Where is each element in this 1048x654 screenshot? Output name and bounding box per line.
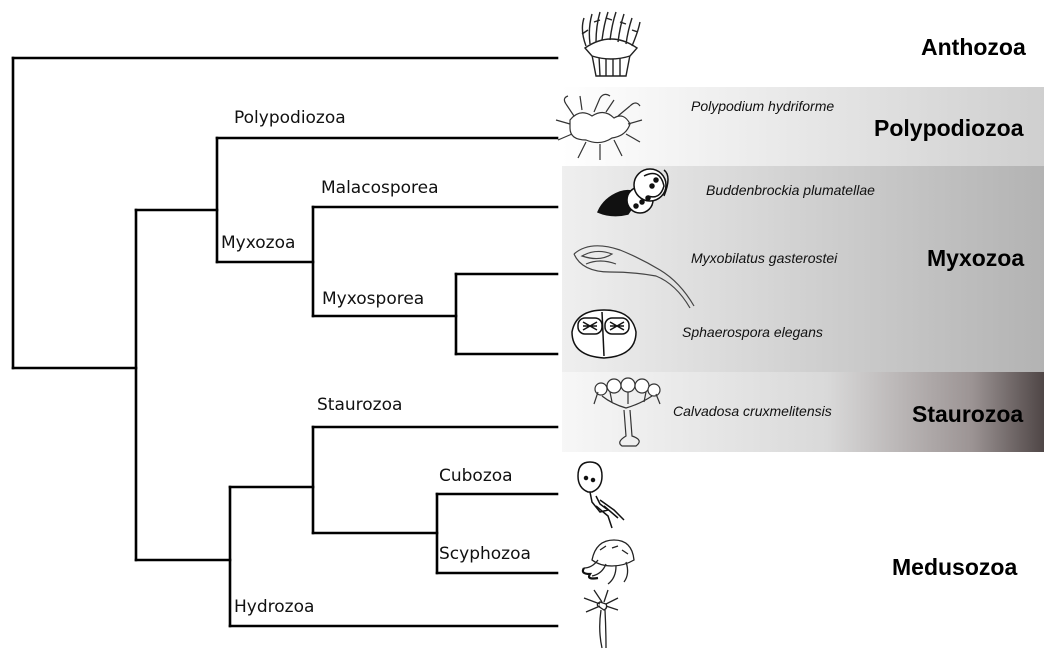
species-polypodium: Polypodium hydriforme [691, 99, 834, 113]
clade-label-myxosporea: Myxosporea [322, 291, 424, 308]
group-label-staurozoa: Staurozoa [912, 403, 1023, 426]
species-buddenbrockia: Buddenbrockia plumatellae [706, 183, 875, 197]
species-calvadosa: Calvadosa cruxmelitensis [673, 404, 832, 418]
species-sphaerospora: Sphaerospora elegans [682, 325, 823, 339]
clade-label-polypodiozoa: Polypodiozoa [234, 110, 346, 127]
anemone-icon [582, 12, 640, 76]
clade-label-myxozoa: Myxozoa [221, 235, 295, 252]
clade-label-malacosporea: Malacosporea [321, 180, 439, 197]
scyphozoan-icon [583, 540, 634, 584]
species-myxobilatus: Myxobilatus gasterostei [691, 251, 837, 265]
cubozoan-icon [578, 462, 624, 528]
clade-label-hydrozoa: Hydrozoa [234, 599, 314, 616]
clade-label-cubozoa: Cubozoa [439, 468, 513, 485]
group-label-medusozoa: Medusozoa [892, 556, 1017, 579]
sphaerospora-icon [572, 310, 636, 358]
group-label-polypodiozoa: Polypodiozoa [874, 117, 1024, 140]
clade-label-staurozoa: Staurozoa [317, 397, 402, 414]
hydrozoan-icon [584, 590, 618, 648]
clade-label-scyphozoa: Scyphozoa [439, 546, 531, 563]
group-label-myxozoa: Myxozoa [927, 247, 1024, 270]
tree-branches [13, 58, 557, 626]
group-label-anthozoa: Anthozoa [921, 36, 1026, 59]
